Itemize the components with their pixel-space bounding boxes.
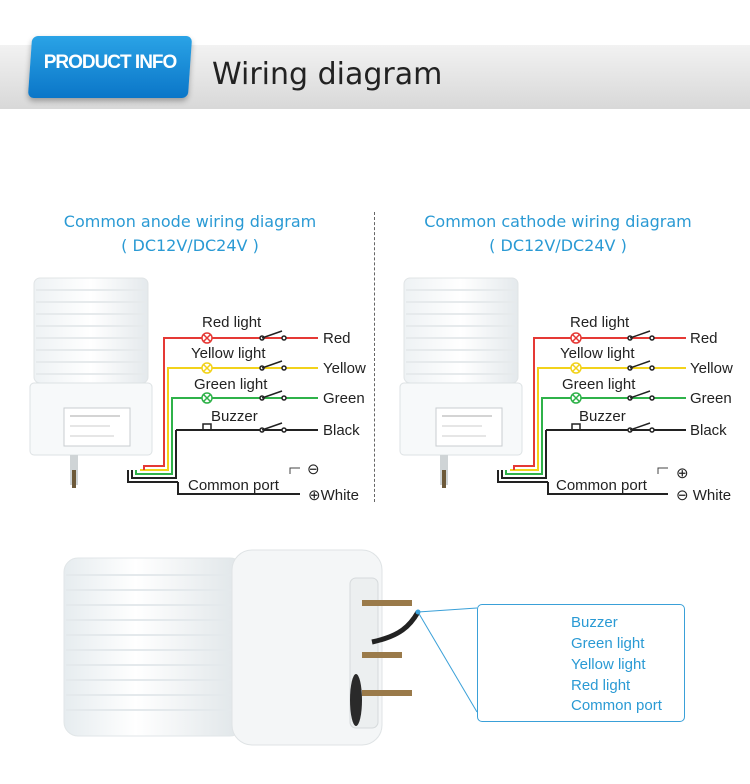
- anode-wire-red: Red: [323, 330, 351, 347]
- cable-callout-box: [477, 604, 685, 722]
- callout-buzzer: Buzzer: [571, 614, 618, 631]
- cathode-wire-black: Black: [690, 422, 727, 439]
- cathode-positive-terminal: ⊕: [676, 465, 689, 482]
- anode-wire-yellow: Yellow: [323, 360, 366, 377]
- cathode-voltage: ( DC12V/DC24V ): [489, 236, 627, 255]
- anode-common-port-label: Common port: [188, 477, 279, 494]
- cathode-red-light-label: Red light: [570, 314, 630, 331]
- cathode-wire-green: Green: [690, 390, 732, 407]
- anode-red-light-label: Red light: [202, 314, 262, 331]
- anode-white-terminal: ⊕White: [308, 487, 359, 504]
- anode-green-light-label: Green light: [194, 376, 268, 393]
- cathode-common-port-label: Common port: [556, 477, 647, 494]
- cathode-white-terminal: ⊖ White: [676, 487, 732, 504]
- callout-red-light: Red light: [571, 677, 631, 694]
- callout-green-light: Green light: [571, 635, 645, 652]
- page-title: Wiring diagram: [212, 57, 443, 92]
- cathode-wire-yellow: Yellow: [690, 360, 733, 377]
- product-info-label: PRODUCT INFO: [43, 52, 178, 73]
- anode-buzzer-label: Buzzer: [211, 408, 258, 425]
- anode-yellow-light-label: Yellow light: [191, 345, 266, 362]
- anode-wire-green: Green: [323, 390, 365, 407]
- anode-voltage: ( DC12V/DC24V ): [121, 236, 259, 255]
- anode-tower-light: [29, 277, 153, 488]
- anode-title: Common anode wiring diagram: [63, 212, 317, 231]
- anode-negative-terminal: ⊖: [307, 461, 320, 478]
- cathode-yellow-light-label: Yellow light: [560, 345, 635, 362]
- callout-common-port: Common port: [571, 697, 662, 714]
- cathode-wire-red: Red: [690, 330, 718, 347]
- callout-yellow-light: Yellow light: [571, 656, 646, 673]
- anode-wire-black: Black: [323, 422, 360, 439]
- cathode-buzzer-label: Buzzer: [579, 408, 626, 425]
- cathode-green-light-label: Green light: [562, 376, 636, 393]
- section-divider: [374, 212, 375, 502]
- cathode-title: Common cathode wiring diagram: [424, 212, 692, 231]
